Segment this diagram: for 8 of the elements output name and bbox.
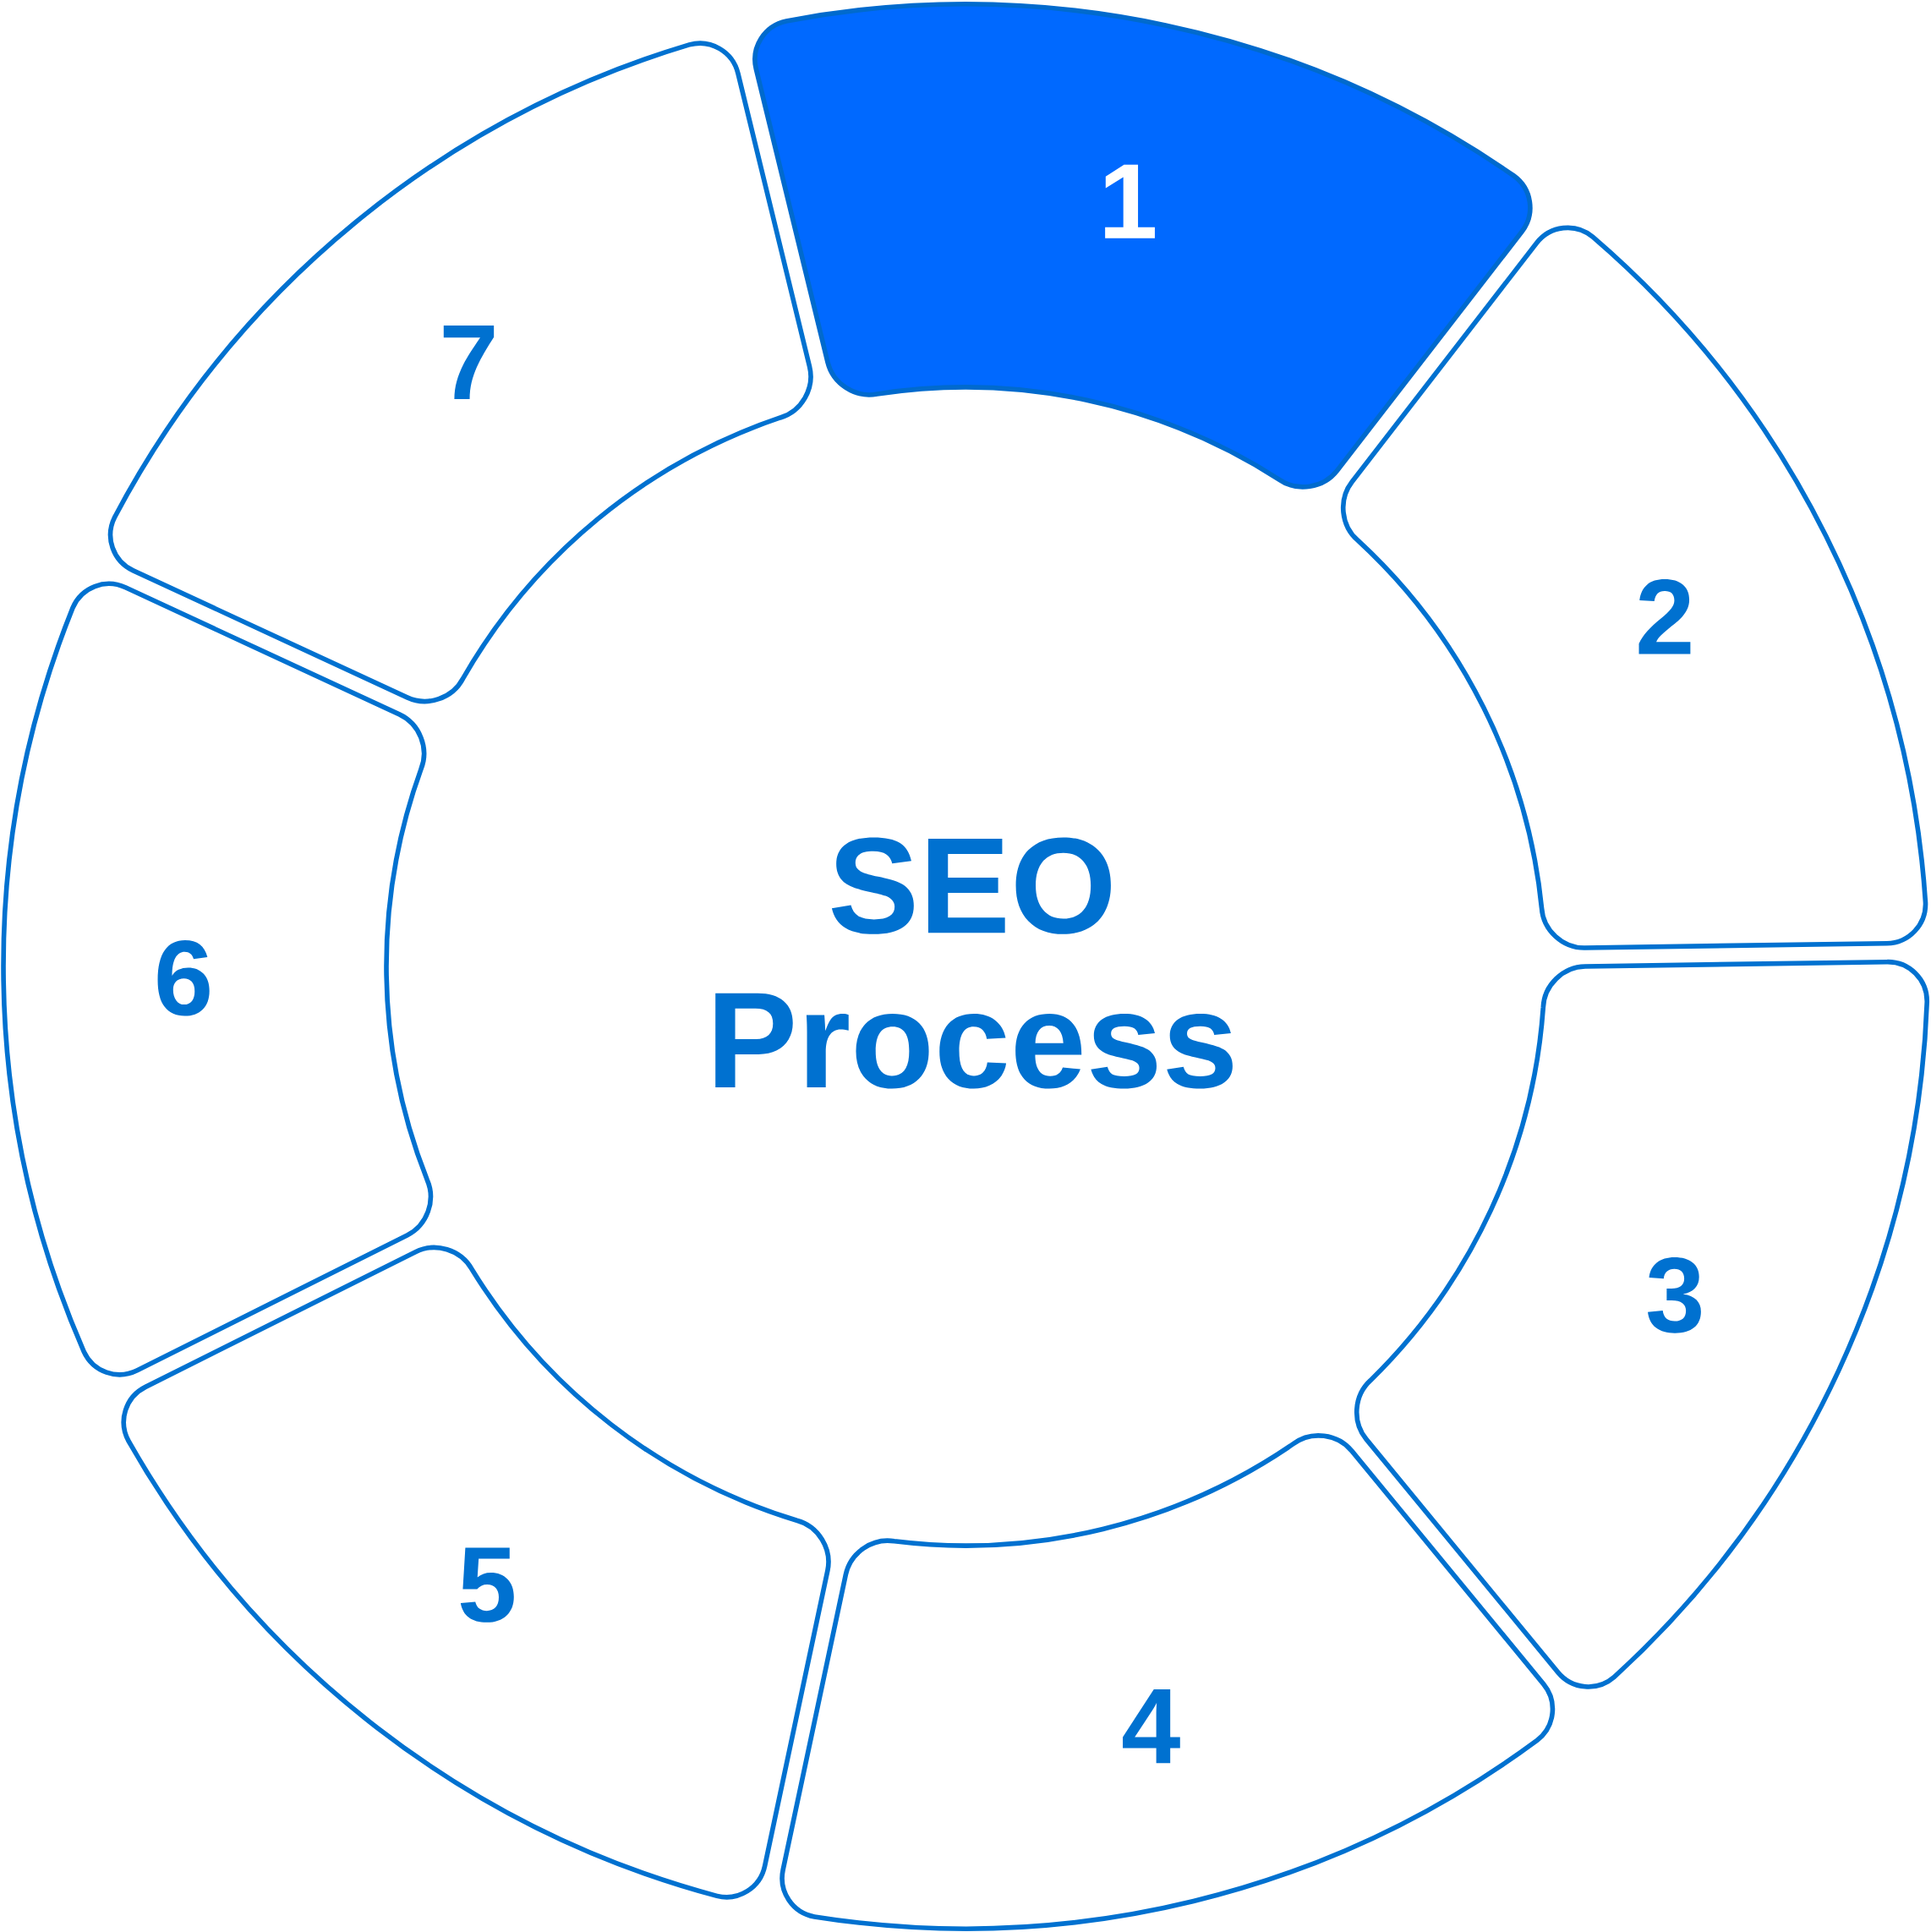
ring-segment: 2: [1340, 225, 1928, 950]
title: SEO Process: [715, 837, 1233, 1089]
ring-segment: 7: [107, 41, 813, 704]
ring-segment: 6: [1, 581, 434, 1377]
ring-segment: 1: [752, 2, 1533, 490]
ring-segment: 5: [121, 1245, 831, 1900]
ring-segment: 3: [1354, 959, 1930, 1689]
ring-segment: 4: [780, 1433, 1556, 1931]
